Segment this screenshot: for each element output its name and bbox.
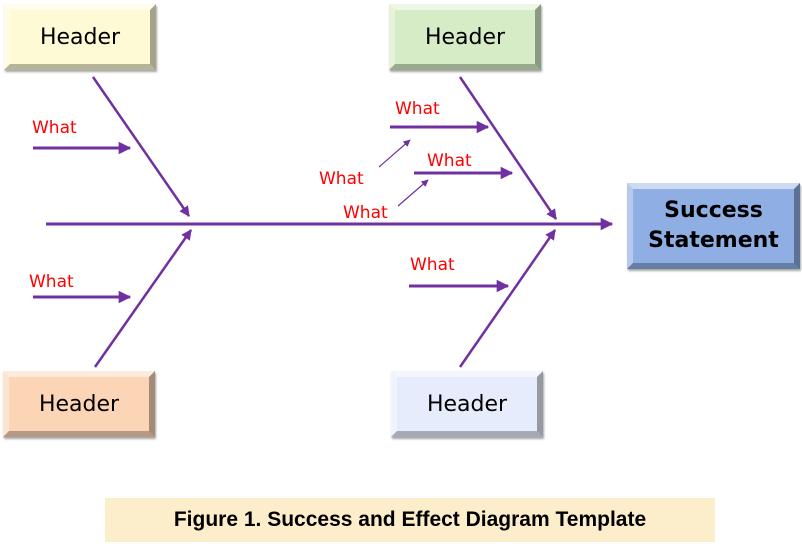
bone-top-left	[91, 76, 191, 217]
cause-label: What	[395, 99, 440, 119]
cause-label: What	[410, 255, 455, 275]
cause-label: What	[29, 272, 74, 292]
header-box-top-left: Header	[4, 4, 156, 70]
header-box-top-middle: Header	[389, 4, 541, 70]
bone-top-middle	[458, 76, 558, 220]
header-label: Header	[424, 24, 506, 50]
header-box-bottom-middle: Header	[391, 371, 543, 437]
cause-label: What	[32, 118, 77, 138]
bone-bottom-middle	[458, 229, 557, 368]
header-box-bottom-left: Header	[3, 371, 155, 437]
success-statement-line2: Statement	[648, 228, 779, 253]
subcause-label: What	[343, 203, 388, 223]
header-label: Header	[39, 24, 121, 50]
success-statement-box: Success Statement	[627, 183, 800, 269]
subcause-label: What	[319, 169, 364, 189]
subcause-arrow-2	[397, 179, 429, 207]
header-label: Header	[426, 391, 508, 417]
bone-bottom-left	[93, 229, 193, 368]
success-statement-line1: Success	[664, 198, 763, 224]
subcause-arrow-1	[378, 139, 411, 168]
figure-caption: Figure 1. Success and Effect Diagram Tem…	[105, 498, 715, 542]
cause-label: What	[427, 151, 472, 171]
header-label: Header	[38, 391, 120, 417]
